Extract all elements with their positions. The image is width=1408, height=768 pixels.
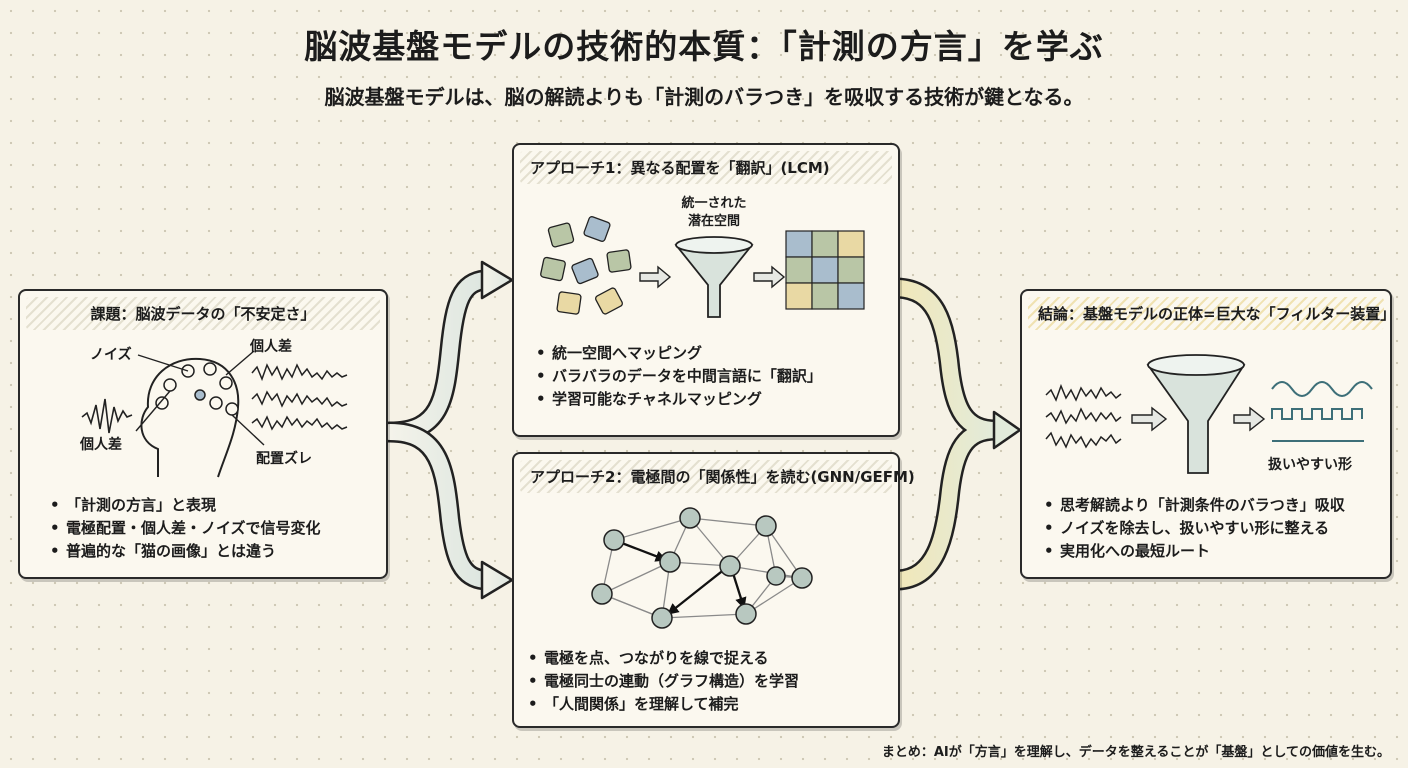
electrode: [155, 396, 169, 410]
arrow-right-icon: [639, 265, 672, 289]
approach2-bullets: 電極を点、つながりを線で捉える 電極同士の連動（グラフ構造）を学習 「人間関係」…: [528, 647, 799, 716]
graph-node: [659, 551, 681, 573]
output-label: 扱いやすい形: [1268, 456, 1352, 473]
list-item: ノイズを除去し、扱いやすい形に整える: [1044, 517, 1345, 540]
page-title: 脳波基盤モデルの技術的本質：「計測の方言」を学ぶ: [304, 27, 1104, 66]
label-misalign: 配置ズレ: [256, 450, 312, 467]
list-item: 「人間関係」を理解して補完: [528, 693, 799, 716]
graph-node: [651, 607, 673, 629]
filter-illustration: 扱いやすい形: [1045, 354, 1373, 474]
conclusion-bullets: 思考解読より「計測条件のバラつき」吸収 ノイズを除去し、扱いやすい形に整える 実…: [1044, 494, 1345, 563]
graph-node: [791, 567, 813, 589]
funnel-label-line2: 潜在空間: [688, 213, 740, 229]
electrode: [194, 389, 206, 401]
list-item: 実用化への最短ルート: [1044, 540, 1345, 563]
electrode-graph: [591, 507, 813, 629]
approach1-bullets: 統一空間へマッピング バラバラのデータを中間言語に「翻訳」 学習可能なチャネルマ…: [536, 342, 822, 411]
list-item: 統一空間へマッピング: [536, 342, 822, 365]
conclusion-heading: 結論：基盤モデルの正体=巨大な「フィルター装置」: [1028, 297, 1395, 330]
signal-wave: [251, 363, 348, 382]
approach1-panel: アプローチ1：異なる配置を「翻訳」(LCM) 統一された 潜在空間 統一空間へマ…: [512, 143, 900, 437]
list-item: 電極同士の連動（グラフ構造）を学習: [528, 670, 799, 693]
translation-illustration: 統一された 潜在空間: [540, 195, 865, 318]
puzzle-piece: [556, 291, 582, 315]
list-item: 電極を点、つながりを線で捉える: [528, 647, 799, 670]
arrow-right-icon: [1131, 406, 1168, 432]
puzzle-piece: [540, 256, 566, 282]
list-item: 学習可能なチャネルマッピング: [536, 388, 822, 411]
list-item: 電極配置・個人差・ノイズで信号変化: [50, 517, 321, 540]
list-item: バラバラのデータを中間言語に「翻訳」: [536, 365, 822, 388]
arrow-right-icon: [1233, 406, 1266, 432]
arrow-right-icon: [753, 265, 786, 289]
branch-arrow-up: [379, 260, 514, 443]
noise-wave-left: [81, 398, 133, 434]
clean-wave: [1271, 408, 1363, 420]
electrode: [163, 378, 177, 392]
puzzle-piece: [606, 249, 632, 273]
signal-wave: [251, 415, 348, 431]
label-noise: ノイズ: [90, 346, 132, 363]
label-individual-top: 個人差: [249, 338, 292, 355]
assembled-puzzle-grid: [785, 230, 865, 310]
noisy-wave: [1045, 431, 1122, 449]
approach1-heading: アプローチ1：異なる配置を「翻訳」(LCM): [520, 151, 892, 184]
label-individual-left: 個人差: [79, 436, 122, 453]
page-subtitle: 脳波基盤モデルは、脳の解読よりも「計測のバラつき」を吸収する技術が鍵となる。: [324, 85, 1084, 109]
graph-node: [719, 555, 741, 577]
graph-node: [755, 515, 777, 537]
noisy-wave: [1045, 383, 1122, 402]
conclusion-panel: 結論：基盤モデルの正体=巨大な「フィルター装置」 扱いやすい形 思考解読より「計…: [1020, 289, 1395, 579]
puzzle-piece: [583, 216, 611, 242]
problem-heading: 課題：脳波データの「不安定さ」: [26, 297, 380, 330]
graph-node: [766, 566, 786, 586]
electrode: [225, 402, 239, 416]
electrode: [219, 376, 233, 390]
list-item: 普遍的な「猫の画像」とは違う: [50, 540, 321, 563]
noisy-wave: [1045, 407, 1122, 425]
approach2-heading: アプローチ2：電極間の「関係性」を読む(GNN/GEFM): [520, 460, 915, 493]
clean-wave: [1271, 381, 1373, 397]
graph-node: [603, 529, 625, 551]
puzzle-piece: [571, 257, 599, 285]
list-item: 「計測の方言」と表現: [50, 494, 321, 517]
branch-arrow-down: [379, 421, 514, 600]
puzzle-piece: [595, 287, 623, 315]
problem-panel: 課題：脳波データの「不安定さ」 ノイズ 個人差 個人差 配置ズレ 「計測の方言」…: [18, 289, 388, 579]
head-outline: [140, 357, 240, 478]
electrode: [209, 396, 223, 410]
funnel-label-line1: 統一された: [681, 195, 746, 211]
merge-arrow: [887, 277, 1022, 591]
approach2-panel: アプローチ2：電極間の「関係性」を読む(GNN/GEFM): [512, 452, 915, 728]
signal-wave: [251, 390, 348, 408]
graph-node: [735, 603, 757, 625]
puzzle-piece: [547, 222, 575, 248]
graph-node: [591, 583, 613, 605]
eeg-head-illustration: ノイズ 個人差 個人差 配置ズレ: [79, 338, 348, 478]
summary-footer: まとめ：AIが「方言」を理解し、データを整えることが「基盤」としての価値を生む。: [881, 745, 1390, 760]
electrode: [203, 362, 217, 376]
list-item: 思考解読より「計測条件のバラつき」吸収: [1044, 494, 1345, 517]
problem-bullets: 「計測の方言」と表現 電極配置・個人差・ノイズで信号変化 普遍的な「猫の画像」と…: [50, 494, 321, 563]
graph-node: [679, 507, 701, 529]
